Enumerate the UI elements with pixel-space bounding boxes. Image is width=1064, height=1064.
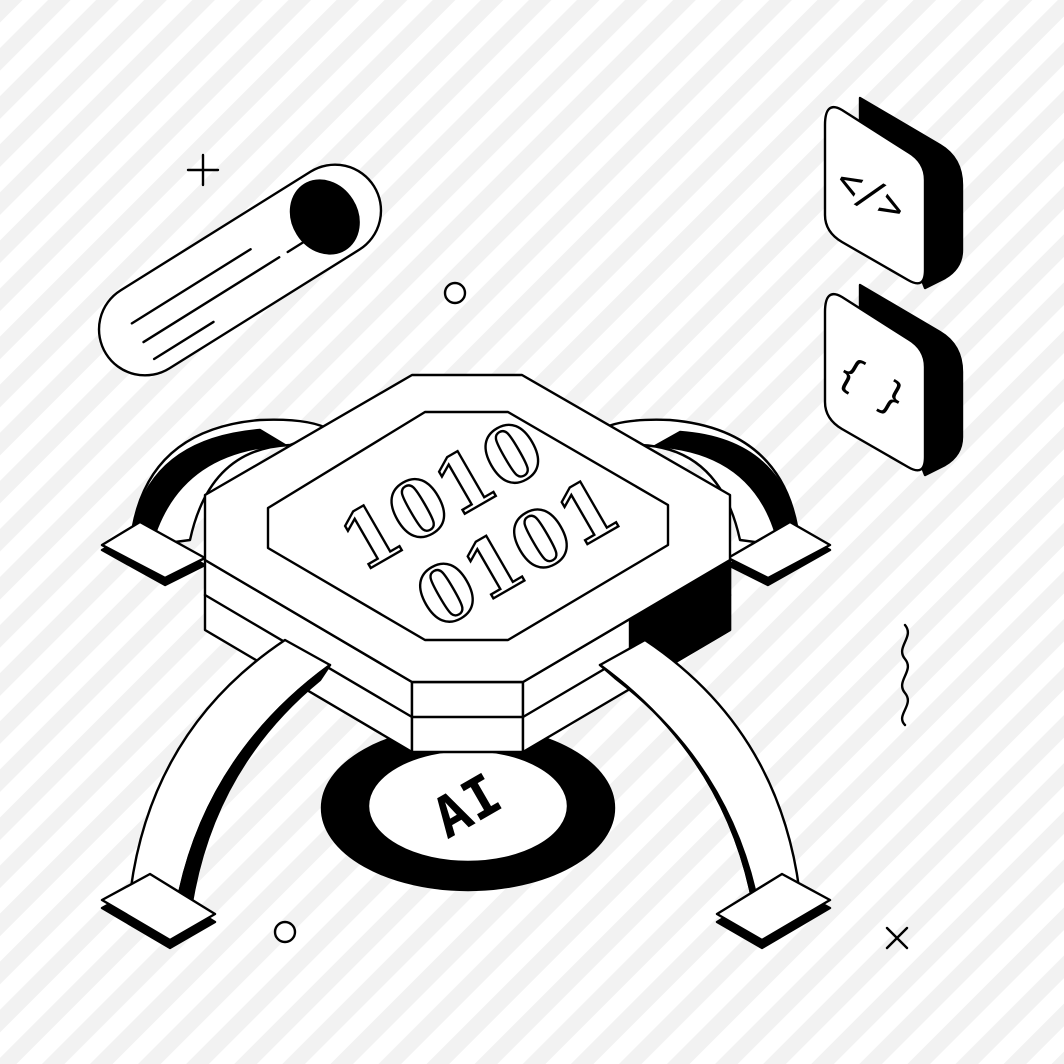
small-circle-decoration	[273, 920, 297, 944]
toggle-pill-card	[97, 163, 383, 377]
squiggle-decoration	[900, 623, 910, 727]
sparkle-plus-icon	[186, 153, 220, 187]
small-circle-decoration	[443, 281, 467, 305]
sparkle-x-icon	[885, 926, 909, 950]
left-handle	[100, 418, 332, 587]
code-tile: </>	[823, 96, 964, 290]
braces-tile: { }	[823, 283, 964, 477]
ai-base-platform: AI	[320, 724, 616, 892]
right-leg	[598, 638, 832, 950]
left-leg	[100, 638, 332, 950]
ai-chip: 1010 0101	[203, 373, 732, 754]
toggle-knob	[289, 179, 360, 255]
right-handle	[598, 418, 832, 587]
